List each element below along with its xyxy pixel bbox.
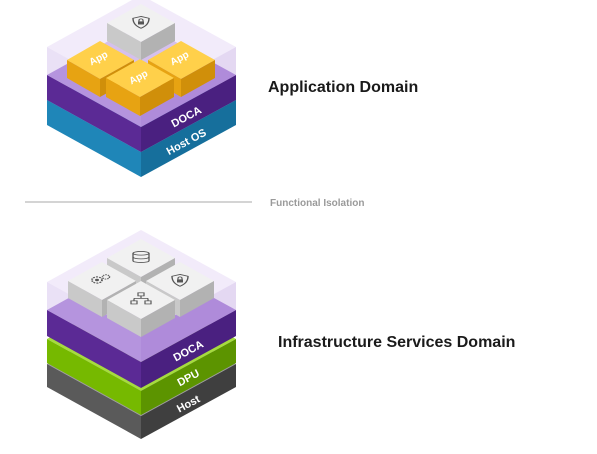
app-tile-center: App [106, 59, 174, 116]
service-tile-network [107, 281, 175, 337]
network-icon [130, 292, 152, 305]
application-domain-label: Application Domain [268, 79, 418, 96]
shield-lock-icon [171, 273, 189, 287]
security-tile-top [107, 4, 175, 60]
gears-icon [91, 274, 111, 284]
infrastructure-domain-label: Infrastructure Services Domain [278, 334, 515, 351]
shield-lock-icon [132, 15, 150, 29]
application-domain-stack: Host OS DOCA App App [47, 0, 236, 177]
infrastructure-domain-stack: Host DPU DOCA [47, 230, 236, 439]
functional-isolation-label: Functional Isolation [270, 198, 364, 209]
database-icon [132, 251, 150, 263]
